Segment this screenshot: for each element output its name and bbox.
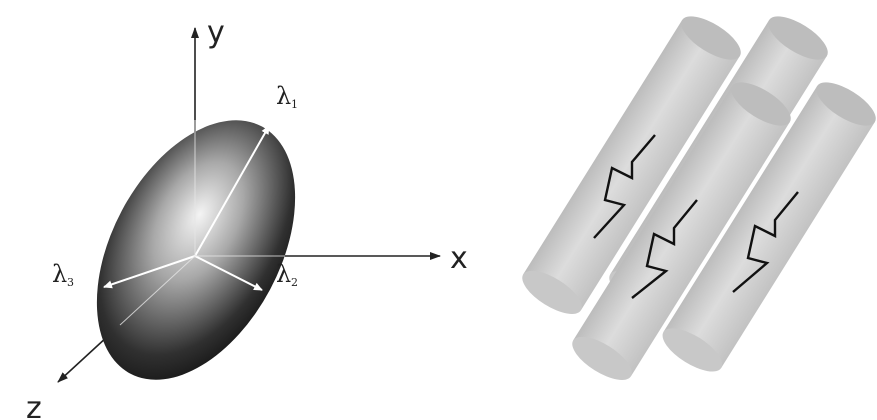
z-axis-label: z [26, 391, 42, 420]
ellipsoid-shape [96, 120, 296, 380]
zigzag-chain-icon [631, 199, 698, 299]
svg-text:2: 2 [291, 276, 298, 289]
lambda2-vector [194, 255, 263, 291]
cylinder-rod-shape [662, 82, 876, 372]
lambda1-label: λ 1 [276, 82, 298, 111]
svg-text:3: 3 [67, 276, 74, 289]
cylinder-bundle [522, 16, 876, 380]
cylinder-rod-shape [572, 82, 791, 380]
svg-text:λ: λ [276, 260, 291, 288]
svg-text:λ: λ [52, 260, 67, 288]
lambda1-vector [194, 125, 270, 257]
svg-text:λ: λ [276, 82, 291, 110]
lambda3-label: λ 3 [52, 260, 74, 289]
zigzag-chain-icon [732, 191, 799, 293]
zigzag-chain-icon [593, 134, 656, 239]
lambda3-vector [103, 255, 196, 289]
ellipsoid-panel: y x z λ 1 λ 2 λ 3 [26, 15, 468, 420]
lambda2-label: λ 2 [276, 260, 298, 289]
svg-text:1: 1 [291, 98, 298, 111]
x-axis-label: x [450, 241, 468, 276]
y-axis-label: y [207, 15, 225, 50]
